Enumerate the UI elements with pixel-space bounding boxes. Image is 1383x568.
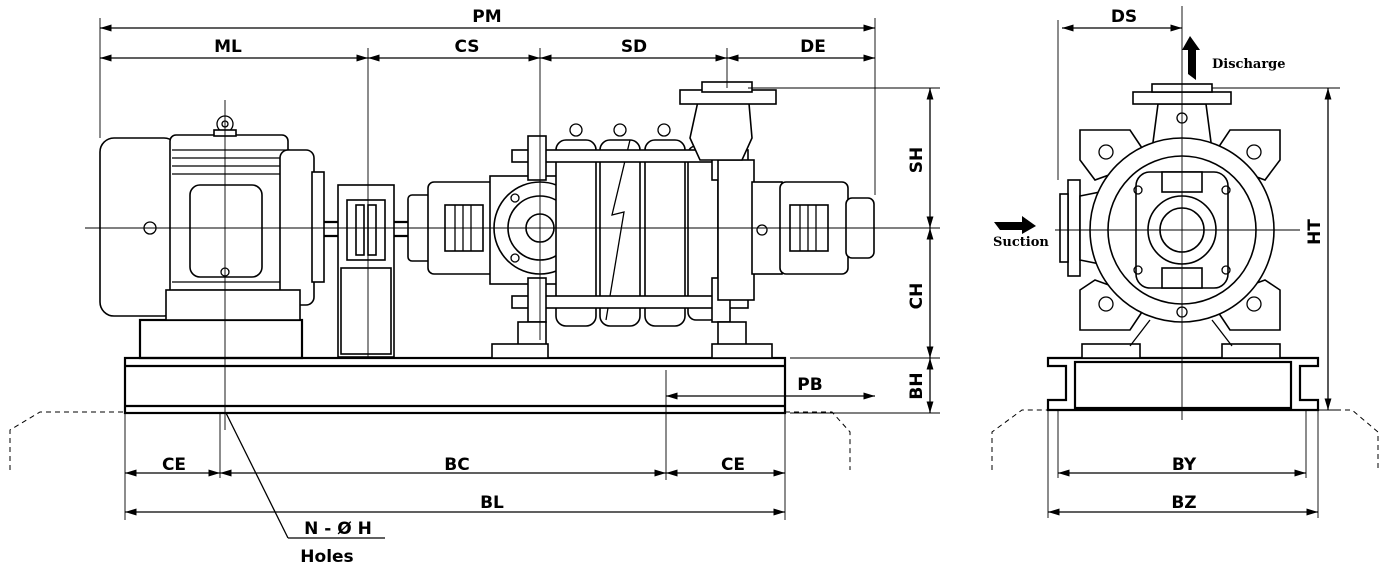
extension-lines (99, 18, 940, 520)
holes-label: Holes (300, 547, 353, 567)
end-foot-right (1221, 343, 1281, 359)
dim-ce-right: CE (721, 455, 745, 475)
coupling (324, 184, 410, 358)
holes-spec-label: N - Ø H (304, 519, 372, 539)
dim-ch: CH (907, 283, 927, 310)
dimension-lines (100, 24, 934, 539)
end-center-lines (1055, 6, 1300, 420)
end-base-plate (1046, 356, 1320, 412)
discharge-arrow-icon (1182, 36, 1200, 80)
end-dimension-lines (1048, 24, 1332, 516)
discharge-label: Discharge (1212, 57, 1286, 72)
dim-sd: SD (621, 37, 647, 57)
end-view: Discharge Suction DS HT BY BZ (991, 6, 1379, 518)
dim-bc: BC (444, 455, 469, 475)
dim-bh: BH (907, 372, 927, 399)
end-lugs (1079, 129, 1281, 347)
suction-label: Suction (993, 235, 1049, 250)
dim-by: BY (1172, 455, 1197, 475)
dim-bz: BZ (1171, 493, 1196, 513)
dim-ml: ML (214, 37, 242, 57)
motor (99, 115, 325, 360)
center-lines (85, 48, 880, 480)
pump-body (407, 81, 875, 359)
foundation-outline-left (9, 411, 851, 470)
suction-arrow-icon (994, 216, 1036, 234)
dim-bl: BL (480, 493, 504, 513)
dim-ht: HT (1305, 219, 1325, 245)
dim-sh: SH (907, 147, 927, 173)
base-plate (123, 356, 787, 415)
dim-pb: PB (797, 375, 822, 395)
dim-ce-left: CE (162, 455, 186, 475)
dim-ds: DS (1111, 7, 1137, 27)
dim-de: DE (800, 37, 826, 57)
dim-cs: CS (454, 37, 479, 57)
side-view: PM ML CS SD DE SH CH BH PB CE BC CE BL N… (9, 7, 940, 567)
end-foot-left (1081, 343, 1141, 359)
end-extension-lines (1047, 87, 1340, 518)
foundation-outline-right (991, 409, 1379, 470)
dim-pm: PM (472, 7, 501, 27)
